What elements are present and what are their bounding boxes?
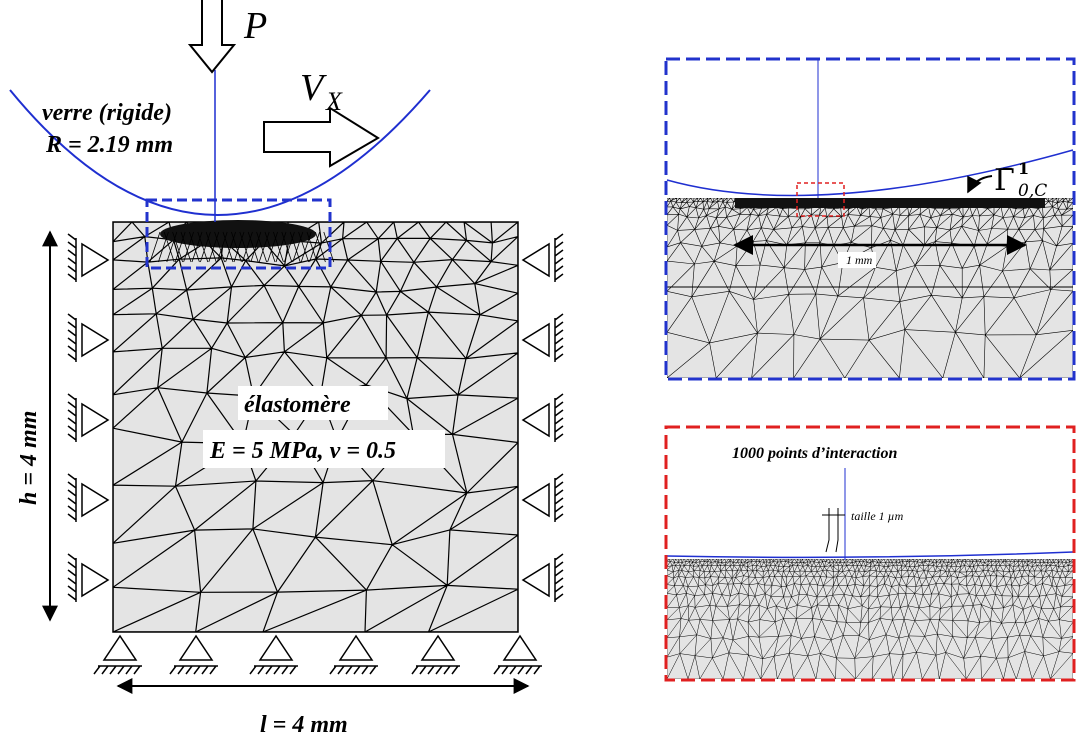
- blue-panel-frame: [664, 57, 1076, 381]
- zoom-panel-red: 1000 points d’interaction taille 1 µm: [664, 425, 1076, 682]
- width-label: l = 4 mm: [260, 712, 348, 738]
- velocity-subscript: X: [325, 87, 343, 116]
- pin-support-icon: [249, 634, 298, 675]
- size-label: taille 1 µm: [851, 509, 904, 523]
- material-label-bg: [238, 386, 388, 420]
- roller-support-icon: [67, 553, 110, 602]
- roller-support-icon: [521, 233, 564, 282]
- velocity-arrow-icon: [263, 106, 380, 168]
- boundary-superscript: 1: [1018, 159, 1029, 178]
- roller-support-icon: [67, 233, 110, 282]
- roller-support-icon: [521, 313, 564, 362]
- properties-label-bg: [203, 430, 445, 468]
- material-label: élastomère: [244, 392, 351, 418]
- contact-refined-mesh: [149, 220, 335, 263]
- dense-contact-band: [735, 198, 1045, 208]
- height-label: h = 4 mm: [16, 411, 42, 505]
- roller-support-icon: [67, 313, 110, 362]
- dense-mesh-fan: [149, 231, 335, 263]
- roller-support-icon: [521, 393, 564, 442]
- elastomer-block: [112, 221, 519, 633]
- pin-support-icon: [329, 634, 378, 675]
- side-supports: [67, 233, 564, 675]
- glass-label: verre (rigide): [42, 100, 172, 126]
- pin-support-icon: [93, 634, 142, 675]
- properties-label: E = 5 MPa, ν = 0.5: [209, 438, 396, 464]
- load-arrow-icon: [187, 0, 237, 74]
- pin-support-icon: [493, 634, 542, 675]
- zoom-region-blue: [145, 198, 332, 270]
- radius-label: R = 2.19 mm: [45, 132, 173, 158]
- roller-support-icon: [67, 393, 110, 442]
- load-label: P: [243, 5, 267, 47]
- red-panel-mesh: [667, 559, 1073, 679]
- roller-support-icon: [521, 473, 564, 522]
- points-label: 1000 points d’interaction: [732, 445, 897, 462]
- glass-indenter-arc: [9, 89, 431, 216]
- boundary-pointer-icon: [967, 175, 993, 194]
- red-panel-frame: [664, 425, 1076, 682]
- boundary-subscript: 0,C: [1018, 181, 1047, 201]
- roller-support-icon: [67, 473, 110, 522]
- roller-support-icon: [521, 553, 564, 602]
- pin-support-icon: [411, 634, 460, 675]
- dense-mesh-blob: [160, 220, 316, 248]
- scale-label-bg: [838, 252, 876, 268]
- red-panel-glass-arc: [666, 551, 1074, 559]
- size-leader-line: [825, 522, 839, 553]
- boundary-label: Γ̄: [994, 163, 1015, 198]
- mesh-edges: [667, 559, 1073, 679]
- velocity-label: V: [300, 67, 327, 109]
- left-panel: P V X verre (rigide) R = 2.19 mm élastom…: [9, 0, 564, 738]
- scale-label: 1 mm: [846, 253, 873, 267]
- pin-support-icon: [169, 634, 218, 675]
- zoom-region-red: [796, 182, 845, 217]
- zoom-panel-blue: 1 mm Γ̄ 1 0,C: [664, 57, 1076, 381]
